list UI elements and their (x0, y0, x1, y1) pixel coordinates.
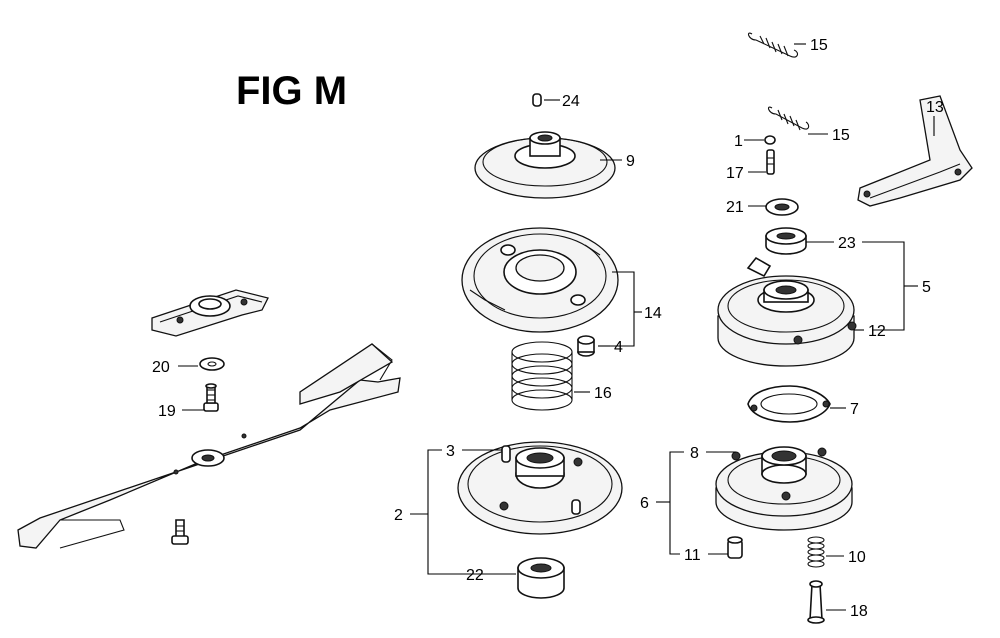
gasket-part-7 (747, 385, 831, 423)
spring-part-15-mid (767, 106, 810, 131)
washer-part-21 (765, 198, 799, 216)
callout-15-mid: 15 (832, 127, 850, 144)
housing-part-5 (717, 256, 857, 367)
callout-23: 23 (838, 235, 856, 252)
pin-part-24 (532, 93, 542, 107)
callout-16: 16 (594, 385, 612, 402)
callout-2: 2 (394, 507, 403, 524)
pulley-part-9 (474, 131, 616, 199)
flange-part-8 (715, 446, 853, 531)
callout-19: 19 (158, 403, 176, 420)
callout-labels: 24 9 14 4 16 3 2 22 20 19 15 15 13 1 17 … (152, 37, 944, 620)
callout-14: 14 (644, 305, 662, 322)
callout-20: 20 (152, 359, 170, 376)
bolt-part-19 (203, 383, 219, 412)
spring-part-10 (807, 536, 825, 568)
blade-adapter-part (151, 289, 269, 337)
callout-15-top: 15 (810, 37, 828, 54)
figure-title: FIG M (236, 69, 347, 113)
plug-part-4 (577, 335, 595, 357)
screw-part-lower (171, 519, 189, 545)
brake-plate-part-3 (457, 441, 623, 535)
cap-part-11 (727, 536, 743, 559)
callout-21: 21 (726, 199, 744, 216)
callout-8: 8 (690, 445, 699, 462)
callout-22: 22 (466, 567, 484, 584)
callout-10: 10 (848, 549, 866, 566)
bearing-part-23 (765, 227, 807, 255)
nut-part-1 (764, 135, 776, 145)
bolt-part-18 (807, 580, 825, 624)
spring-part-16 (511, 341, 573, 411)
callout-6: 6 (640, 495, 649, 512)
leader-lines (178, 43, 935, 611)
callout-24: 24 (562, 93, 580, 110)
clutch-plate-part-14 (461, 227, 619, 333)
callout-7: 7 (850, 401, 859, 418)
washer-part-20 (199, 357, 225, 371)
callout-18: 18 (850, 603, 868, 620)
callout-17: 17 (726, 165, 744, 182)
bearing-part-22 (517, 557, 565, 599)
spring-part-15-top (747, 32, 799, 58)
callout-1: 1 (734, 133, 743, 150)
callout-12: 12 (868, 323, 886, 340)
callout-3: 3 (446, 443, 455, 460)
callout-13: 13 (926, 99, 944, 116)
callout-9: 9 (626, 153, 635, 170)
callout-11: 11 (684, 547, 701, 564)
lever-part-13 (857, 95, 973, 207)
callout-4: 4 (614, 339, 623, 356)
blade-part (17, 343, 401, 549)
callout-5: 5 (922, 279, 931, 296)
pin-part-17 (766, 149, 775, 175)
